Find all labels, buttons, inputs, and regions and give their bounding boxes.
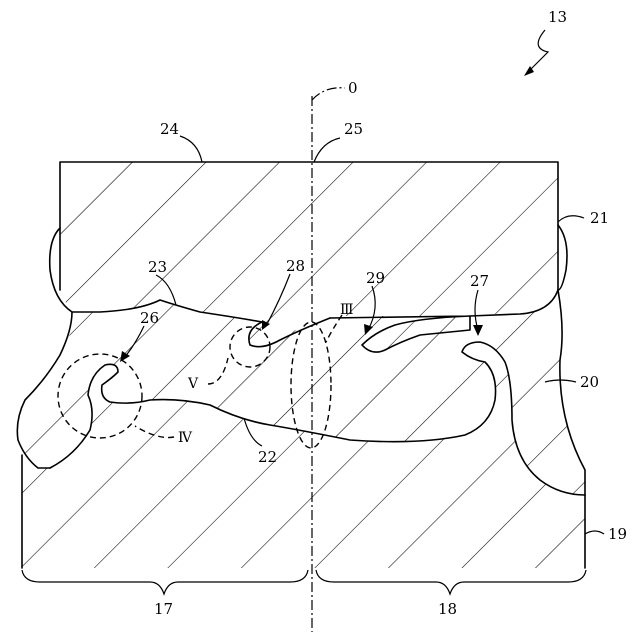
leader-21 xyxy=(558,216,584,222)
leader-25 xyxy=(314,138,340,162)
label-21: 21 xyxy=(590,209,609,227)
brace-17 xyxy=(22,570,308,594)
label-19: 19 xyxy=(608,525,627,543)
label-III: Ⅲ xyxy=(340,302,354,318)
label-26: 26 xyxy=(140,309,159,327)
label-18: 18 xyxy=(438,600,457,618)
label-IV: Ⅳ xyxy=(178,430,193,446)
label-20: 20 xyxy=(580,373,599,391)
label-0: 0 xyxy=(348,79,358,97)
label-28: 28 xyxy=(286,257,305,275)
label-24: 24 xyxy=(160,120,179,138)
label-27: 27 xyxy=(470,272,489,290)
top-right-bulge xyxy=(558,225,567,290)
label-13: 13 xyxy=(548,8,567,26)
label-17: 17 xyxy=(154,600,173,618)
label-25: 25 xyxy=(344,120,363,138)
axis-leader xyxy=(312,88,345,100)
label-22: 22 xyxy=(258,448,277,466)
leader-19 xyxy=(585,531,604,534)
leader-13 xyxy=(528,30,548,72)
label-23: 23 xyxy=(148,258,167,276)
label-29: 29 xyxy=(366,269,385,287)
brace-18 xyxy=(316,570,586,594)
label-V: Ⅴ xyxy=(187,376,199,392)
leader-24 xyxy=(180,136,202,162)
